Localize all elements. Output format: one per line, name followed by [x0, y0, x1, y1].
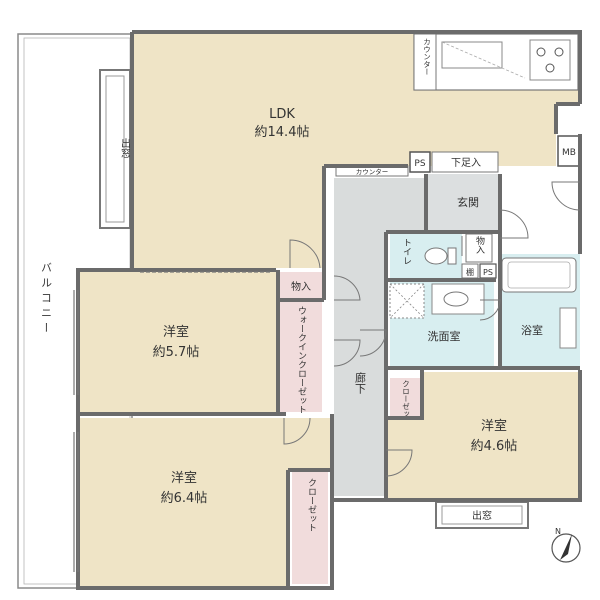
- western-room-3-name: 洋室: [481, 418, 507, 434]
- ldk-room: [134, 34, 578, 268]
- western-room-3: [388, 372, 578, 500]
- corridor: [334, 178, 426, 496]
- ps-top-label: PS: [414, 159, 425, 169]
- storage-toilet: [465, 233, 493, 263]
- closet-small: [390, 378, 422, 418]
- western-room-2: [80, 418, 286, 586]
- ldk-name: LDK: [269, 107, 295, 122]
- storage-mid: [280, 272, 322, 300]
- burner-icon: [536, 47, 546, 57]
- closet-bottom: [292, 472, 328, 584]
- walls: [76, 30, 582, 590]
- western-room-3-size: 約4.6帖: [471, 439, 518, 454]
- mb-label: MB: [562, 148, 576, 158]
- storage-toilet-label: 物入: [474, 235, 485, 254]
- balcony-label: バルコニー: [40, 262, 53, 337]
- wash-basin: [431, 283, 485, 315]
- counter-vertical-label: カウンター: [423, 38, 432, 76]
- entrance-label: 玄関: [457, 195, 479, 209]
- western-room-1-size: 約5.7帖: [153, 345, 200, 360]
- ps-mid-label: PS: [483, 268, 493, 277]
- bathtub: [501, 257, 577, 293]
- western-room-2-size: 約6.4帖: [161, 491, 208, 506]
- bathroom-label: 浴室: [521, 323, 543, 337]
- ps-top: [409, 151, 431, 173]
- stove: [529, 39, 571, 81]
- western-room-2-name: 洋室: [171, 470, 197, 486]
- bay-window-left: [99, 69, 131, 229]
- washroom-label: 洗面室: [428, 329, 461, 343]
- western-room-1-name: 洋室: [163, 324, 189, 340]
- closet-bottom-label: クローゼット: [306, 478, 317, 532]
- toilet-bowl-icon: [424, 247, 448, 265]
- corridor-label: 廊下: [354, 371, 367, 395]
- burner-icon: [554, 47, 564, 57]
- closet-small-label: クローゼット: [401, 380, 410, 425]
- ldk-size: 約14.4帖: [255, 125, 310, 140]
- shoe-box: [431, 151, 499, 173]
- windows: [73, 271, 581, 572]
- door-swings: [283, 181, 581, 477]
- basin-icon: [443, 291, 469, 307]
- burner-icon: [545, 63, 555, 73]
- shoe-box-label: 下足入: [451, 157, 481, 169]
- north-label: N: [555, 527, 561, 536]
- toilet-label: トイレ: [401, 238, 412, 265]
- storage-mid-label: 物入: [291, 280, 311, 293]
- bay-window-bottom-label: 出窓: [472, 509, 492, 522]
- north-arrow-icon: [551, 533, 581, 563]
- shelf-label: 棚: [466, 267, 474, 277]
- entrance: [428, 174, 498, 230]
- walk-in-closet: [280, 302, 322, 412]
- western-room-1: [80, 272, 276, 412]
- walk-in-closet-label: ウォークインクローゼット: [296, 306, 307, 414]
- counter-horizontal-label: カウンター: [356, 167, 389, 176]
- bay-window-left-label: 出窓: [119, 137, 131, 158]
